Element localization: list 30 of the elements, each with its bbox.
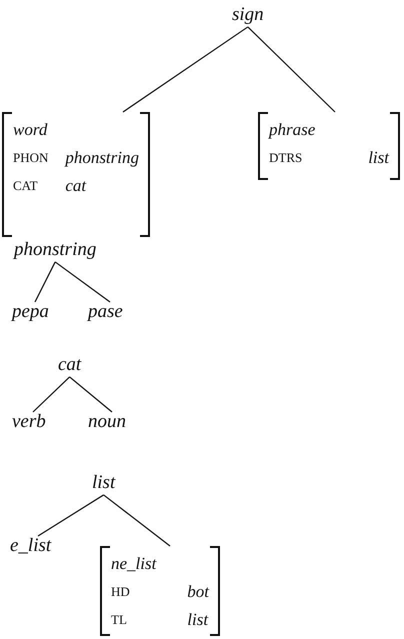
feature-value: cat — [65, 175, 88, 197]
feature-name: CAT — [13, 177, 39, 195]
type-label: pepa — [12, 302, 49, 322]
type-label: phonstring — [14, 240, 96, 260]
tree-branch-line — [247, 26, 336, 112]
tree-branch-line — [32, 376, 70, 412]
tree-branch-line — [54, 261, 110, 302]
feature-name: PHON — [13, 149, 48, 167]
feature-value: phonstring — [65, 147, 139, 169]
feature-value: list — [368, 147, 389, 169]
feature-value: list — [187, 609, 209, 631]
type-label: e_list — [10, 536, 52, 556]
tree-branch-line — [103, 494, 170, 546]
feature-name: TL — [111, 611, 128, 629]
feature-name: DTRS — [269, 149, 302, 167]
type-label: sign — [232, 5, 264, 25]
feature-name: HD — [111, 583, 130, 601]
type-label: phrase — [269, 119, 316, 141]
type-label: pase — [88, 302, 123, 322]
tree-branch-line — [69, 376, 112, 412]
type-label: noun — [88, 412, 126, 432]
type-label: list — [92, 473, 116, 493]
tree-branch-line — [34, 262, 56, 302]
tree-branch-line — [38, 494, 104, 536]
tree-branch-line — [122, 26, 248, 112]
type-label: verb — [12, 412, 46, 432]
type-label: cat — [58, 355, 82, 375]
type-label: word — [13, 119, 48, 141]
feature-value: bot — [187, 581, 209, 603]
type-label: ne_list — [111, 553, 158, 575]
